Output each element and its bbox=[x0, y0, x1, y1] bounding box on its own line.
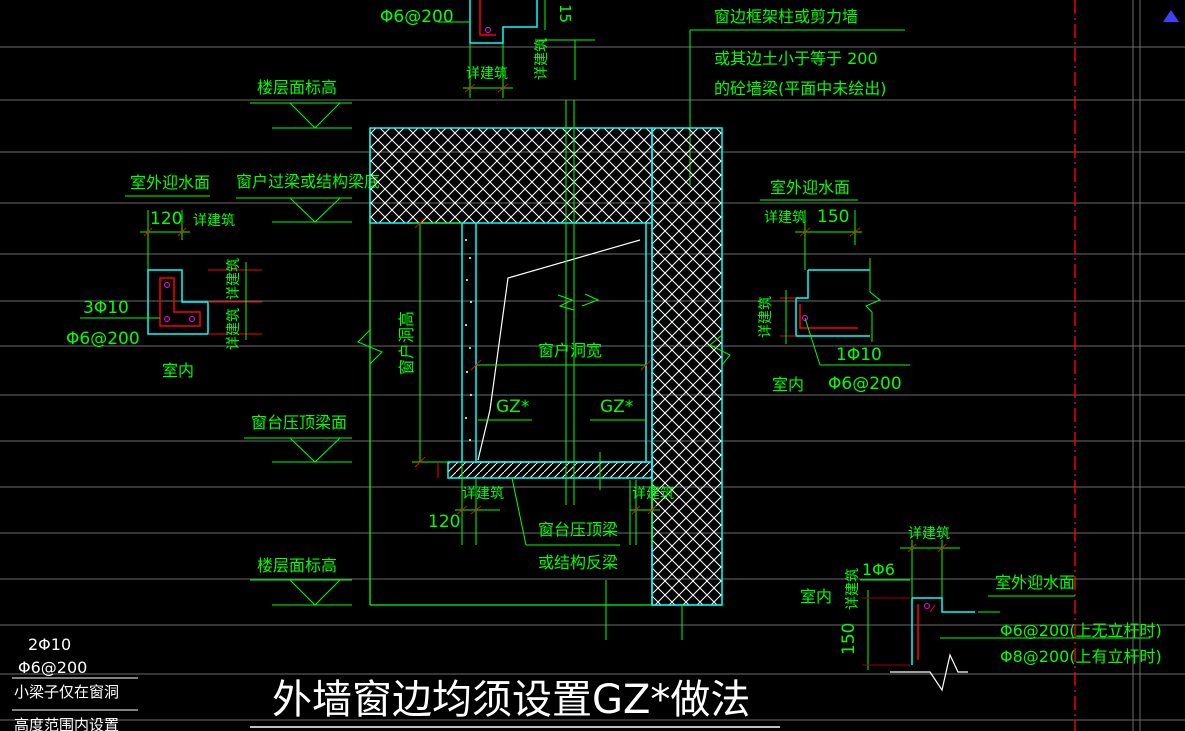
lintel-bottom-label: 窗户过梁或结构梁底 bbox=[236, 172, 380, 191]
bottom-left-notes: 2Φ10 Φ6@200 小梁子仅在窗洞 高度范围内设置 bbox=[12, 635, 138, 731]
bottom-right-detail: 详建筑 1Φ6 室内 详建筑 室外迎水面 150 Φ6@200(上无立杆时) Φ… bbox=[800, 526, 1162, 692]
indoor-right-label: 室内 bbox=[772, 375, 804, 394]
outdoor-water-left-label: 室外迎水面 bbox=[130, 173, 210, 192]
xjz-br-top-label: 详建筑 bbox=[908, 526, 950, 542]
frame-note-line2: 或其边土小于等于 200 bbox=[714, 49, 878, 68]
floor-level-bottom-label: 楼层面标高 bbox=[257, 556, 337, 575]
top-detail: Φ6@200 15 详建筑 详建筑 bbox=[380, 0, 595, 98]
triangle-icon[interactable] bbox=[1163, 10, 1179, 22]
sill-beam-label-2: 或结构反梁 bbox=[538, 553, 618, 572]
xjz-left-vertical-1: 详建筑 bbox=[226, 258, 242, 300]
rebar-with-post-label: Φ8@200(上有立杆时) bbox=[1000, 647, 1162, 666]
sill-beam-label-1: 窗台压顶梁 bbox=[538, 520, 618, 539]
insulation-strip bbox=[651, 127, 723, 606]
floor-level-top-label: 楼层面标高 bbox=[257, 78, 337, 97]
rebar-1phi6-label: 1Φ6 bbox=[862, 560, 895, 579]
main-section: 窗户洞高 窗户洞宽 GZ* GZ* 详建筑 120 详建筑 bbox=[357, 100, 731, 640]
lintel-beam bbox=[369, 127, 653, 224]
sill-beam bbox=[447, 461, 653, 479]
outdoor-water-right-label: 室外迎水面 bbox=[770, 178, 850, 197]
xjz-bottom-left-label: 详建筑 bbox=[462, 486, 504, 502]
outdoor-water-br-label: 室外迎水面 bbox=[995, 573, 1075, 592]
gz-left-label: GZ* bbox=[496, 397, 529, 417]
dim-120-left-label: 120 bbox=[150, 209, 182, 229]
sill-top-label: 窗台压顶梁面 bbox=[251, 413, 347, 432]
xjz-bottom-right-label: 详建筑 bbox=[632, 486, 674, 502]
rebar-left-stirrup-label: Φ6@200 bbox=[66, 329, 140, 349]
xjz-right-label: 详建筑 bbox=[764, 210, 806, 226]
gz-column-left bbox=[461, 222, 477, 463]
rebar-1phi10-label: 1Φ10 bbox=[836, 345, 882, 365]
xjz-left-vertical-2: 详建筑 bbox=[226, 308, 242, 350]
bl-note-2-label: 高度范围内设置 bbox=[14, 716, 119, 731]
dim-120-bottom-label: 120 bbox=[428, 512, 460, 532]
top-rebar-label: Φ6@200 bbox=[380, 7, 454, 27]
dim-150-br-label: 150 bbox=[839, 623, 859, 655]
bl-rebar-2-label: Φ6@200 bbox=[18, 658, 87, 677]
frame-note-line1: 窗边框架柱或剪力墙 bbox=[714, 7, 858, 26]
dim-150-right-label: 150 bbox=[817, 207, 849, 227]
indoor-left-label: 室内 bbox=[162, 361, 194, 380]
rebar-no-post-label: Φ6@200(上无立杆时) bbox=[1000, 621, 1162, 640]
window-height-label: 窗户洞高 bbox=[397, 311, 416, 375]
top-xjz-label: 详建筑 bbox=[466, 66, 508, 82]
left-level-marks: 楼层面标高 窗户过梁或结构梁底 窗台压顶梁面 楼层面标高 bbox=[236, 78, 380, 606]
indoor-br-label: 室内 bbox=[800, 587, 832, 606]
rebar-right-stirrup-label: Φ6@200 bbox=[828, 374, 902, 394]
frame-note-line3: 的砼墙梁(平面中未绘出) bbox=[714, 79, 887, 98]
xjz-right-vertical: 详建筑 bbox=[758, 296, 774, 338]
xjz-br-vertical: 详建筑 bbox=[845, 568, 861, 610]
bl-note-1-label: 小梁子仅在窗洞 bbox=[14, 683, 119, 701]
right-detail: 室外迎水面 详建筑 150 详建筑 1Φ10 室内 Φ6@200 bbox=[758, 178, 910, 394]
gz-right-label: GZ* bbox=[600, 397, 633, 417]
xjz-left-label: 详建筑 bbox=[193, 213, 235, 229]
dim-15-label: 15 bbox=[556, 4, 574, 23]
top-xjz-vertical: 详建筑 bbox=[534, 38, 550, 80]
left-detail: 室外迎水面 120 详建筑 详建筑 详建筑 3Φ10 Φ6@200 室内 bbox=[66, 173, 262, 380]
bl-rebar-1-label: 2Φ10 bbox=[28, 635, 71, 654]
window-width-label: 窗户洞宽 bbox=[538, 341, 602, 360]
rebar-3phi10-label: 3Φ10 bbox=[83, 298, 129, 318]
main-title: 外墙窗边均须设置GZ*做法 bbox=[272, 677, 750, 723]
